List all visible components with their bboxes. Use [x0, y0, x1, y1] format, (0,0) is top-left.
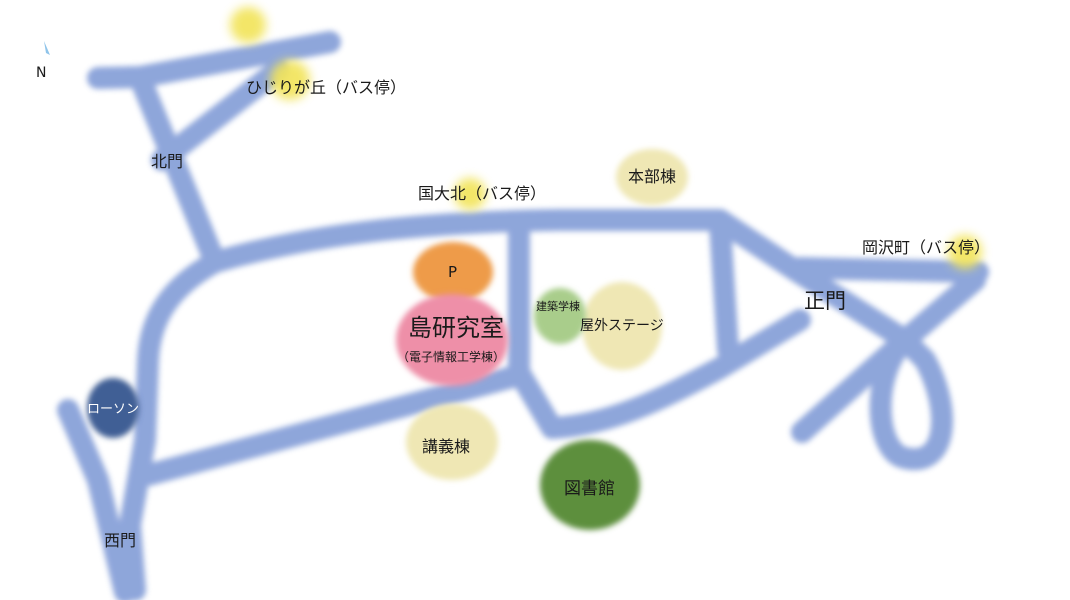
bus-stop-kokudai-kita-icon [454, 178, 486, 210]
north-label: N [36, 65, 46, 81]
north-arrow-icon [44, 41, 50, 55]
bus-stop-hijirigaoka-icon [270, 60, 310, 100]
architecture-blob [534, 288, 586, 344]
building-blobs [87, 149, 688, 530]
road-hijirigaoka-branch [151, 59, 289, 171]
lecture-blob [406, 404, 498, 480]
lawson-blob [87, 378, 139, 438]
road-left-edge [57, 399, 136, 600]
bus-stop-markers [230, 7, 982, 269]
label-outdoor-stage[interactable]: 屋外ステージ [580, 318, 664, 334]
library-blob [540, 440, 640, 530]
road-network [57, 31, 989, 600]
road-okazawa [789, 257, 989, 283]
label-library[interactable]: 図書館 [564, 479, 615, 499]
label-lab-building: （電子情報工学棟） [397, 349, 505, 364]
label-hijirigaoka-bus-stop[interactable]: ひじりが丘（バス停） [246, 78, 406, 97]
label-north-gate[interactable]: 北門 [151, 152, 183, 171]
label-west-gate[interactable]: 西門 [104, 531, 136, 550]
outdoor-stage-blob [582, 282, 662, 370]
road-west-lower [137, 364, 531, 486]
label-lecture[interactable]: 講義棟 [422, 437, 470, 456]
road-inner-vertical [709, 214, 739, 361]
road-main-horizontal [204, 209, 806, 281]
road-west-curve [119, 251, 226, 600]
label-architecture[interactable]: 建築学棟 [536, 299, 580, 313]
headquarters-blob [616, 149, 688, 205]
label-lawson[interactable]: ローソン [87, 402, 139, 417]
label-okazawamachi-bus-stop[interactable]: 岡沢町（バス停） [862, 238, 990, 257]
parking-blob [413, 242, 493, 302]
label-parking[interactable]: P [448, 263, 457, 281]
road-library-loop [508, 309, 811, 439]
label-lab[interactable]: 島研究室 [408, 314, 504, 342]
road-north-diagonal [129, 67, 226, 273]
road-east-loop [869, 329, 953, 471]
lab-blob [396, 294, 508, 386]
label-headquarters[interactable]: 本部棟 [628, 167, 676, 186]
label-kokudai-kita-bus-stop[interactable]: 国大北（バス停） [418, 184, 546, 203]
label-main-gate[interactable]: 正門 [804, 289, 846, 313]
bus-stop-okazawamachi-icon [948, 235, 982, 269]
bus-stop-top-icon [230, 7, 266, 43]
